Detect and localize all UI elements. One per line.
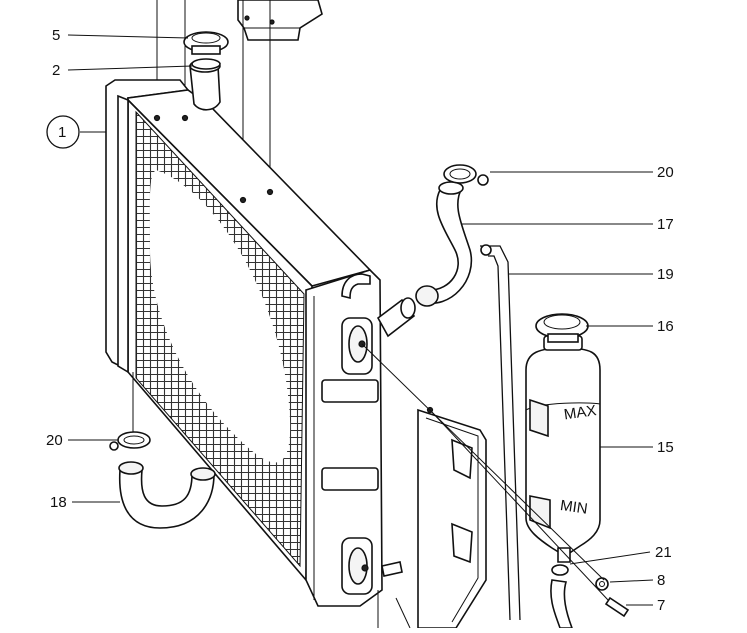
clip-21: [551, 564, 569, 576]
bolt-7: [604, 596, 630, 618]
callout-15-label: 15: [657, 439, 674, 456]
callout-7-label: 7: [657, 597, 665, 614]
callout-20-upper-label: 20: [657, 164, 674, 181]
top-mounting-bracket: [237, 0, 323, 41]
callout-1-label: 1: [58, 124, 66, 141]
callout-1: 1: [46, 115, 80, 149]
radiator-side-tank: [305, 269, 416, 629]
callout-17-label: 17: [657, 216, 674, 233]
callout-2-label: 2: [52, 62, 60, 79]
callout-8-label: 8: [657, 572, 665, 589]
mounting-bracket-plate: [417, 406, 487, 629]
tank-min-label: MIN: [559, 497, 589, 518]
overflow-pipe: [480, 244, 521, 621]
callout-18-label: 18: [50, 494, 67, 511]
expansion-tank: MAX MIN: [525, 335, 601, 563]
callout-19-label: 19: [657, 266, 674, 283]
sealing-ring: [191, 58, 221, 70]
leader-lines: [67, 34, 654, 606]
tank-max-label: MAX: [563, 402, 598, 423]
radiator-cap: [183, 31, 229, 55]
callout-21-label: 21: [655, 544, 672, 561]
callout-5-label: 5: [52, 27, 60, 44]
callout-20-lower-label: 20: [46, 432, 63, 449]
hose-clip-lower: [109, 431, 151, 451]
upper-hose: [415, 181, 473, 307]
lower-hose: [118, 461, 216, 529]
nut-8: [595, 577, 609, 591]
radiator: [105, 59, 372, 583]
callout-16-label: 16: [657, 318, 674, 335]
hose-clip-upper: [443, 164, 489, 186]
small-fixings: [550, 564, 630, 629]
